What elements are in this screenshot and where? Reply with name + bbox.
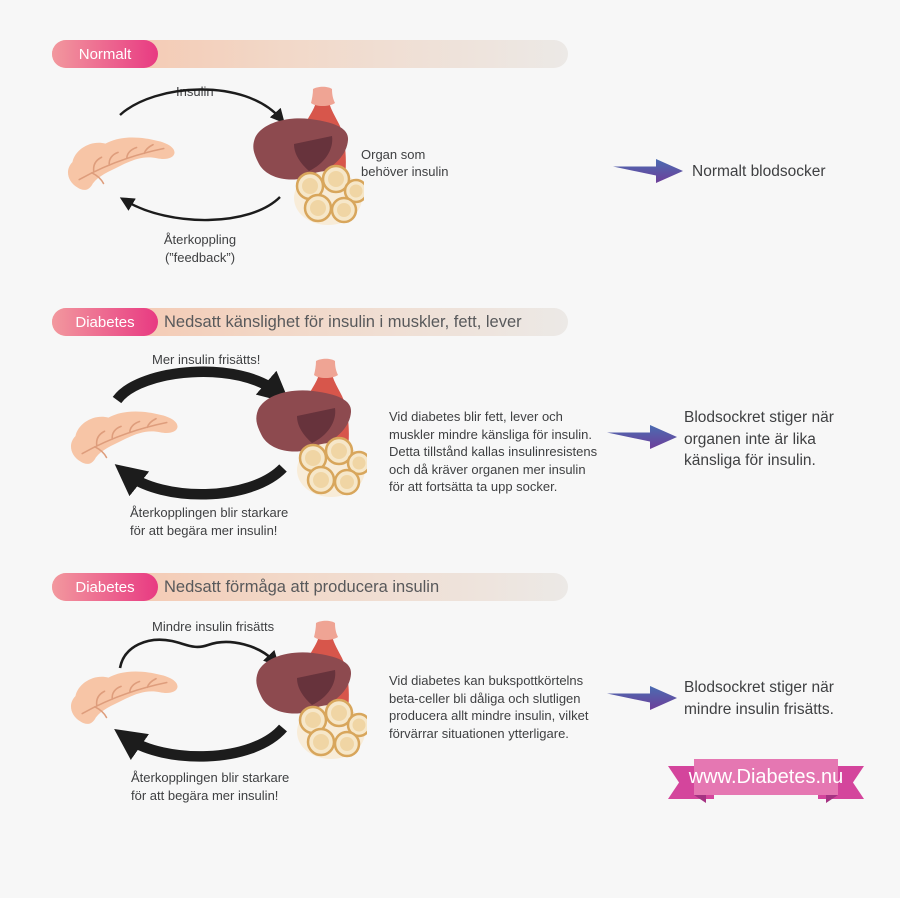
website-ribbon[interactable]: www.Diabetes.nu bbox=[668, 754, 864, 806]
section1-result-text: Normalt blodsocker bbox=[692, 163, 826, 180]
stronger-feedback-arrow bbox=[114, 724, 287, 762]
feedback-arrow bbox=[119, 196, 281, 222]
section3-result-text: Blodsockret stiger när mindre insulin fr… bbox=[684, 679, 834, 718]
organs-illustration bbox=[255, 358, 367, 498]
section3-badge-label: Diabetes bbox=[75, 578, 135, 596]
insulin-release-arrow bbox=[119, 88, 285, 124]
section2-result-text: Blodsockret stiger när organen inte är l… bbox=[684, 409, 834, 469]
section1-badge-label: Normalt bbox=[78, 45, 132, 63]
ribbon-right-fold bbox=[826, 795, 838, 803]
organs-illustration bbox=[255, 620, 367, 760]
less-insulin-arrow bbox=[118, 638, 280, 669]
section3-feedback-label: Återkopplingen blir starkare för att beg… bbox=[131, 770, 290, 803]
section2-top-label: Mer insulin frisätts! bbox=[152, 352, 261, 367]
pancreas-illustration bbox=[65, 666, 183, 734]
section2-paragraph: Vid diabetes blir fett, lever och muskle… bbox=[389, 409, 598, 494]
result-arrow-icon bbox=[607, 423, 679, 451]
section1-organ-label: Organ som behöver insulin bbox=[361, 147, 449, 179]
organs-illustration bbox=[252, 86, 364, 226]
section2-cycle-arrows bbox=[112, 366, 290, 500]
section3-top-label: Mindre insulin frisätts bbox=[152, 619, 275, 634]
stronger-feedback-arrow bbox=[114, 464, 287, 500]
section2-badge-label: Diabetes bbox=[75, 313, 135, 331]
section2-title: Nedsatt känslighet för insulin i muskler… bbox=[164, 313, 522, 331]
section1-feedback-label: Återkoppling (”feedback”) bbox=[163, 232, 237, 265]
section1-cycle-arrows bbox=[119, 88, 285, 222]
section3-badge: Diabetes bbox=[52, 573, 158, 601]
website-url[interactable]: www.Diabetes.nu bbox=[688, 765, 844, 788]
section2-feedback-label: Återkopplingen blir starkare för att beg… bbox=[130, 505, 289, 538]
result-arrow-icon bbox=[613, 157, 685, 185]
ribbon-panel: www.Diabetes.nu bbox=[689, 759, 843, 795]
section1-insulin-label: Insulin bbox=[176, 84, 214, 99]
result-arrow-icon bbox=[607, 684, 679, 712]
more-insulin-arrow bbox=[112, 366, 290, 404]
section1-badge: Normalt bbox=[52, 40, 158, 68]
ribbon-left-fold bbox=[694, 795, 706, 803]
section3-title: Nedsatt förmåga att producera insulin bbox=[164, 578, 440, 596]
section3-cycle-arrows bbox=[114, 638, 287, 762]
pancreas-illustration bbox=[65, 406, 183, 474]
pancreas-illustration bbox=[62, 132, 180, 200]
section2-badge: Diabetes bbox=[52, 308, 158, 336]
section3-paragraph: Vid diabetes kan bukspottkörtelns beta-c… bbox=[389, 673, 589, 741]
